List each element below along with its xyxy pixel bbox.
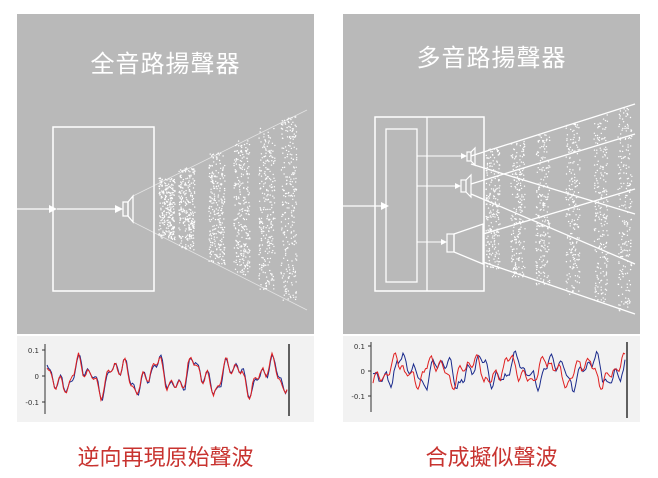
left-waveform-panel: 0.1 0 -0.1 [17, 336, 314, 422]
right-wave-blue [372, 350, 626, 393]
right-tick-label: 0 [361, 368, 365, 376]
left-speaker-diagram [17, 109, 308, 311]
right-caption: 合成擬似聲波 [425, 446, 558, 471]
left-tick-label: 0 [35, 373, 39, 381]
left-waveform-plot: 0.1 0 -0.1 [25, 344, 290, 416]
right-wave-red [372, 352, 626, 391]
right-waveform-panel: 0.1 0 -0.1 [343, 336, 640, 422]
right-tick-label: 0.1 [354, 343, 365, 351]
left-wave-red [46, 351, 288, 403]
left-tick-label: -0.1 [25, 399, 39, 407]
left-caption: 逆向再現原始聲波 [77, 446, 254, 471]
right-speaker-diagram [343, 103, 636, 315]
right-waveform-plot: 0.1 0 -0.1 [351, 342, 628, 418]
left-tick-label: 0.1 [28, 347, 39, 355]
right-tick-label: -0.1 [351, 393, 365, 401]
left-diagram-panel: 全音路揚聲器 [17, 14, 314, 334]
left-panel-title: 全音路揚聲器 [90, 50, 241, 78]
right-diagram-panel: 多音路揚聲器 [343, 14, 640, 334]
right-panel-title: 多音路揚聲器 [416, 44, 567, 72]
